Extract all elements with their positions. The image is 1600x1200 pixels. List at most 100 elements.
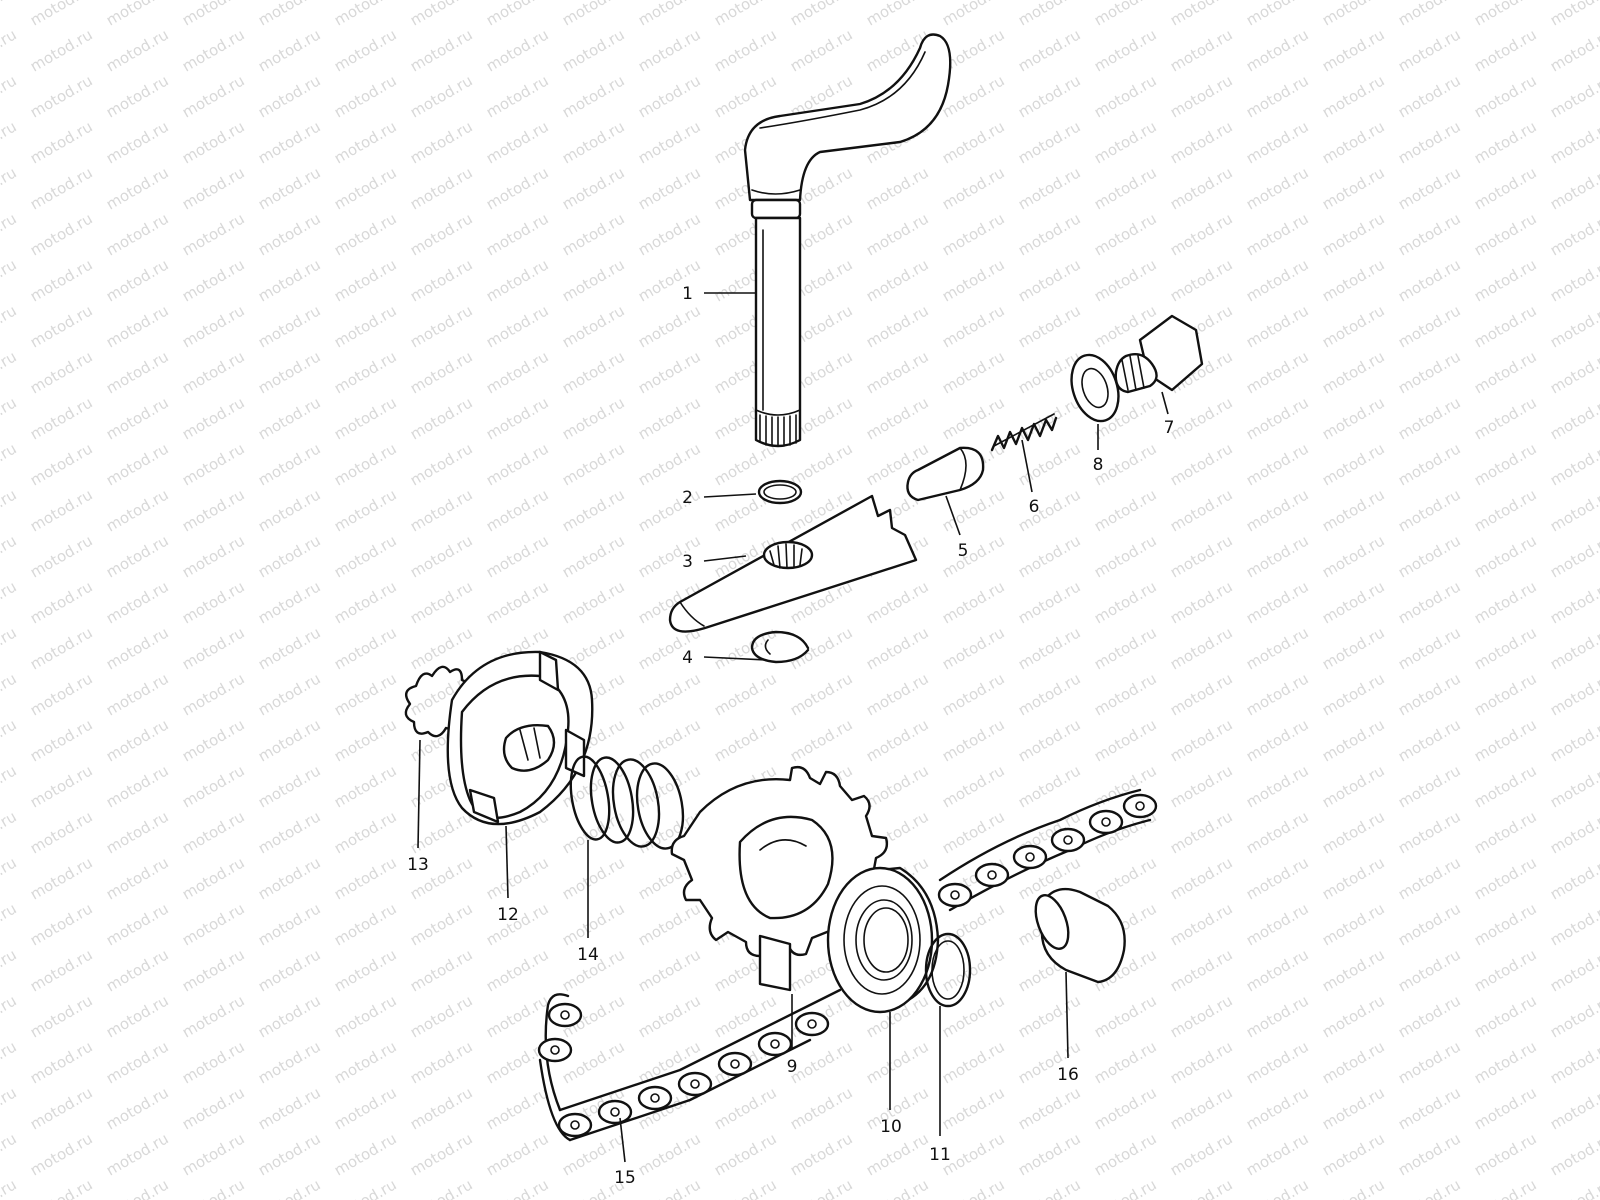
watermark-text: motod.ru — [179, 0, 248, 29]
watermark-text: motod.ru — [483, 1129, 552, 1179]
watermark-text: motod.ru — [1167, 715, 1236, 765]
watermark-text: motod.ru — [1243, 163, 1312, 213]
watermark-text: motod.ru — [1547, 807, 1600, 857]
watermark-text: motod.ru — [1319, 577, 1388, 627]
watermark-text: motod.ru — [1395, 807, 1464, 857]
watermark-text: motod.ru — [255, 991, 324, 1041]
watermark-text: motod.ru — [103, 1083, 172, 1133]
watermark-text: motod.ru — [255, 807, 324, 857]
watermark-text: motod.ru — [1395, 301, 1464, 351]
watermark-text: motod.ru — [0, 531, 20, 581]
watermark-text: motod.ru — [103, 1129, 172, 1179]
washer-part — [1070, 353, 1120, 423]
watermark-text: motod.ru — [27, 117, 96, 167]
watermark-text: motod.ru — [27, 761, 96, 811]
watermark-text: motod.ru — [331, 0, 400, 29]
watermark-text: motod.ru — [939, 1037, 1008, 1087]
watermark-text: motod.ru — [0, 1083, 20, 1133]
watermark-text: motod.ru — [27, 715, 96, 765]
watermark-text: motod.ru — [179, 117, 248, 167]
label-part-11: 11 — [929, 1145, 951, 1165]
watermark-text: motod.ru — [27, 991, 96, 1041]
watermark-text: motod.ru — [1167, 163, 1236, 213]
watermark-text: motod.ru — [0, 1175, 20, 1200]
chain-link — [1122, 793, 1158, 819]
watermark-text: motod.ru — [1395, 991, 1464, 1041]
watermark-text: motod.ru — [407, 25, 476, 75]
watermark-text: motod.ru — [1319, 117, 1388, 167]
label-part-6: 6 — [1029, 497, 1040, 517]
watermark-text: motod.ru — [863, 0, 932, 29]
watermark-text: motod.ru — [1091, 209, 1160, 259]
watermark-text: motod.ru — [255, 669, 324, 719]
watermark-text: motod.ru — [559, 577, 628, 627]
watermark-text: motod.ru — [103, 347, 172, 397]
watermark-text: motod.ru — [483, 117, 552, 167]
watermark-text: motod.ru — [27, 71, 96, 121]
part-labels: 1 2 3 4 5 6 7 8 9 10 11 12 13 14 15 16 — [407, 284, 1174, 1188]
watermark-text: motod.ru — [27, 393, 96, 443]
watermark-text: motod.ru — [1471, 715, 1540, 765]
watermark-text: motod.ru — [559, 25, 628, 75]
watermark-text: motod.ru — [483, 301, 552, 351]
watermark-text: motod.ru — [559, 899, 628, 949]
watermark-text: motod.ru — [1471, 1175, 1540, 1200]
chain-link — [547, 1002, 583, 1028]
label-part-1: 1 — [682, 284, 693, 304]
watermark-text: motod.ru — [559, 439, 628, 489]
watermark-text: motod.ru — [331, 485, 400, 535]
chain-pin — [650, 1093, 660, 1103]
chain-link — [1050, 827, 1086, 853]
watermark-text: motod.ru — [27, 347, 96, 397]
watermark-text: motod.ru — [103, 117, 172, 167]
watermark-text: motod.ru — [0, 117, 20, 167]
watermark-text: motod.ru — [1319, 1037, 1388, 1087]
watermark-text: motod.ru — [1471, 25, 1540, 75]
watermark-text: motod.ru — [1471, 1083, 1540, 1133]
watermark-text: motod.ru — [1319, 347, 1388, 397]
watermark-text: motod.ru — [179, 899, 248, 949]
watermark-text: motod.ru — [1395, 439, 1464, 489]
watermark-text: motod.ru — [331, 853, 400, 903]
watermark-text: motod.ru — [331, 1129, 400, 1179]
watermark-text: motod.ru — [1319, 485, 1388, 535]
watermark-text: motod.ru — [1471, 1037, 1540, 1087]
watermark-text: motod.ru — [787, 1083, 856, 1133]
watermark-text: motod.ru — [1319, 0, 1388, 29]
watermark-text: motod.ru — [255, 531, 324, 581]
label-part-9: 9 — [787, 1057, 798, 1077]
watermark-text: motod.ru — [179, 669, 248, 719]
watermark-text: motod.ru — [407, 945, 476, 995]
label-part-2: 2 — [682, 488, 693, 508]
watermark-text: motod.ru — [1547, 669, 1600, 719]
chain-pin — [730, 1059, 740, 1069]
watermark-text: motod.ru — [407, 347, 476, 397]
watermark-text: motod.ru — [255, 623, 324, 673]
watermark-text: motod.ru — [331, 71, 400, 121]
watermark-text: motod.ru — [103, 71, 172, 121]
watermark-text: motod.ru — [1471, 117, 1540, 167]
watermark-text: motod.ru — [939, 1175, 1008, 1200]
watermark-text: motod.ru — [103, 163, 172, 213]
watermark-text: motod.ru — [0, 945, 20, 995]
watermark-text: motod.ru — [1319, 209, 1388, 259]
watermark-text: motod.ru — [179, 715, 248, 765]
watermark-text: motod.ru — [1091, 1037, 1160, 1087]
watermark-text: motod.ru — [483, 1175, 552, 1200]
watermark-text: motod.ru — [331, 301, 400, 351]
watermark-text: motod.ru — [1243, 439, 1312, 489]
chain-pin — [690, 1079, 700, 1089]
watermark-text: motod.ru — [331, 899, 400, 949]
watermark-text: motod.ru — [1395, 485, 1464, 535]
watermark-text: motod.ru — [179, 485, 248, 535]
label-part-15: 15 — [614, 1168, 636, 1188]
watermark-text: motod.ru — [1547, 117, 1600, 167]
watermark-text: motod.ru — [1167, 71, 1236, 121]
watermark-text: motod.ru — [103, 945, 172, 995]
watermark-text: motod.ru — [179, 853, 248, 903]
watermark-text: motod.ru — [1091, 255, 1160, 305]
watermark-text: motod.ru — [635, 71, 704, 121]
watermark-text: motod.ru — [1243, 0, 1312, 29]
watermark-text: motod.ru — [103, 439, 172, 489]
